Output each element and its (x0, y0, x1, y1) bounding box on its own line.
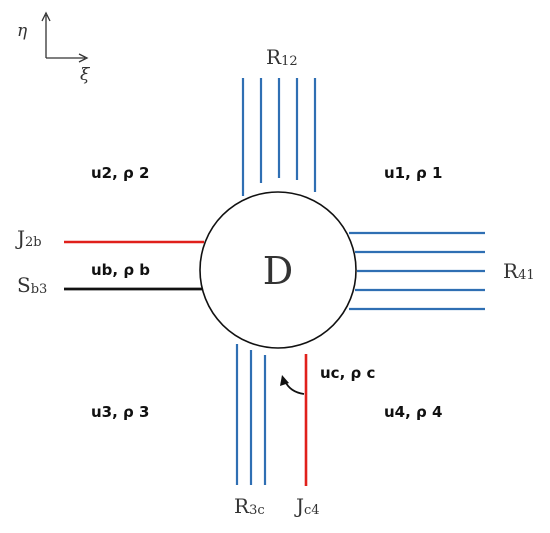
wave-label-sb3-main: S (17, 273, 31, 297)
wave-label-r3c-sub: 3c (249, 503, 265, 518)
region-label-c: uc, ρ c (320, 364, 375, 382)
wave-label-r12-sub: 12 (281, 54, 298, 69)
wave-label-r41-sub: 41 (518, 268, 535, 283)
wave-label-r12: R12 (266, 45, 298, 69)
xi-label: ξ (80, 65, 91, 85)
region-label-b: ub, ρ b (91, 261, 150, 279)
xi-arrowhead (78, 53, 89, 63)
wave-label-sb3: Sb3 (17, 273, 47, 297)
wave-label-j2b-main: J (15, 226, 25, 250)
rarefaction-fan-r3c (235, 344, 267, 485)
wave-label-jc4-sub: c4 (304, 503, 320, 518)
wave-label-j2b-sub: 2b (25, 235, 42, 250)
uc-pointer-arrowhead (280, 375, 289, 386)
region-label-3: u3, ρ 3 (91, 403, 149, 421)
wave-label-jc4: Jc4 (294, 494, 320, 518)
domain-circle (199, 191, 357, 349)
region-label-2: u2, ρ 2 (91, 164, 149, 182)
region-label-4: u4, ρ 4 (384, 403, 442, 421)
domain-label: D (263, 249, 293, 293)
wave-label-jc4-main: J (294, 494, 304, 518)
wave-label-r3c: R3c (234, 494, 265, 518)
wave-label-r41: R41 (503, 259, 535, 283)
wave-label-r41-main: R (503, 259, 519, 283)
wave-label-r12-main: R (266, 45, 282, 69)
rarefaction-fan-r12 (241, 78, 317, 196)
wave-label-sb3-sub: b3 (31, 282, 48, 297)
eta-arrowhead (41, 11, 51, 22)
eta-label: η (17, 21, 28, 41)
region-label-1: u1, ρ 1 (384, 164, 442, 182)
wave-label-j2b: J2b (15, 226, 42, 250)
rarefaction-fan-r41 (349, 231, 485, 311)
wave-label-r3c-main: R (234, 494, 250, 518)
axis-indicator (41, 11, 89, 63)
